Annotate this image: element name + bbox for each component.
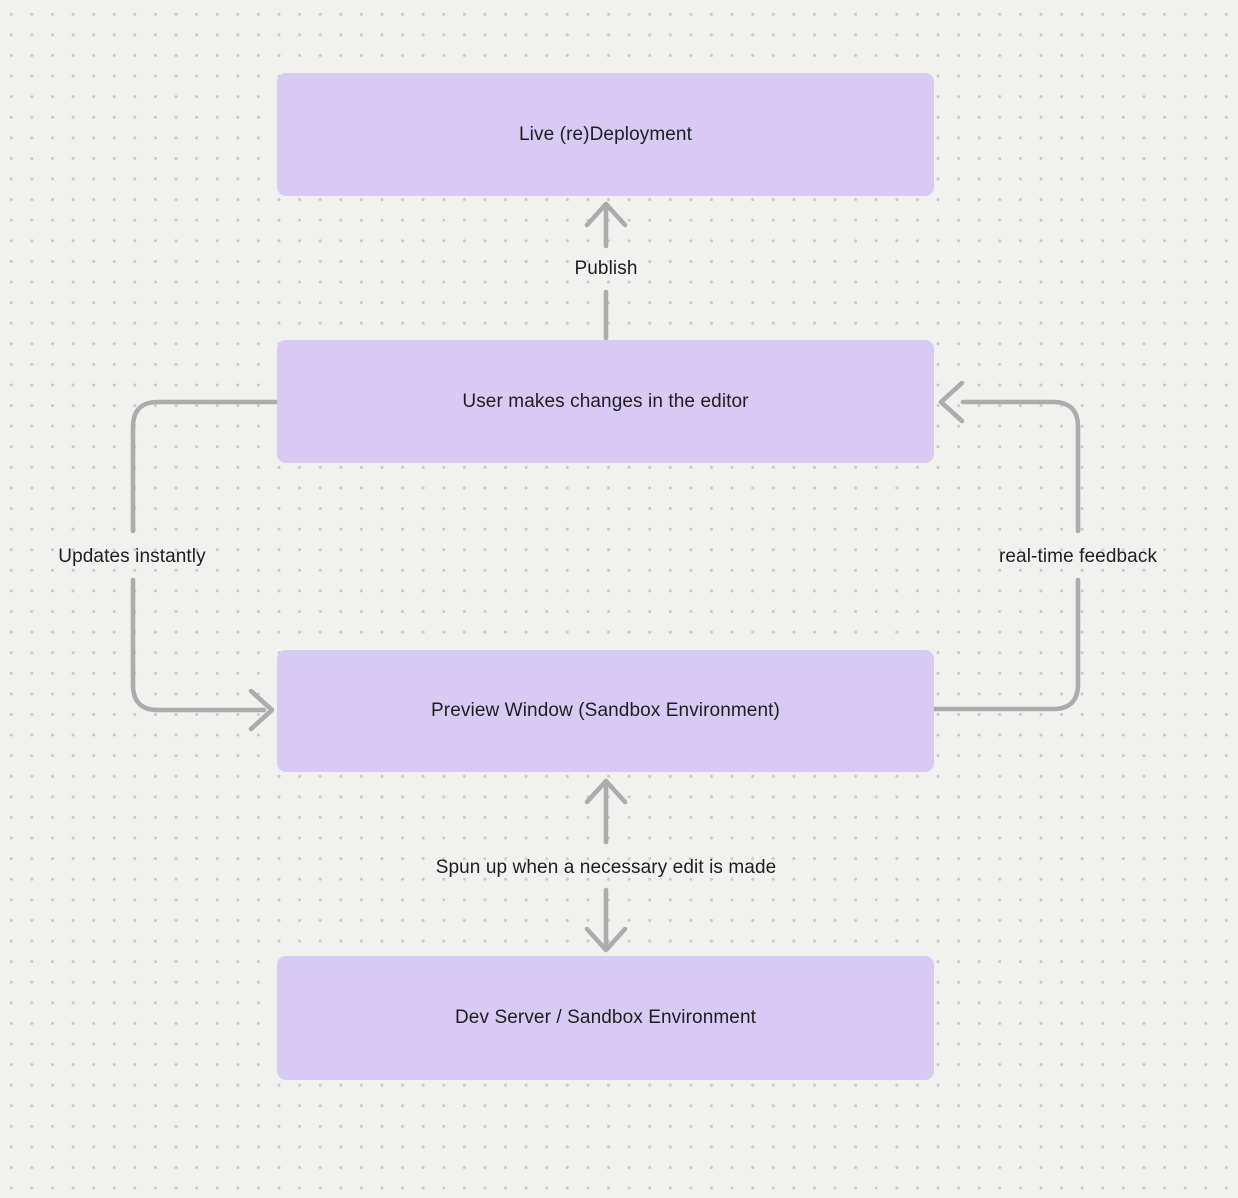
edge-label-realtime-feedback[interactable]: real-time feedback	[998, 546, 1158, 567]
node-live-redeployment-label: Live (re)Deployment	[519, 123, 692, 145]
node-user-makes-changes[interactable]: User makes changes in the editor	[277, 340, 934, 463]
edge-realtime-feedback-arrow[interactable]	[931, 380, 1081, 712]
node-user-makes-changes-label: User makes changes in the editor	[462, 390, 749, 412]
edge-label-spun-up[interactable]: Spun up when a necessary edit is made	[435, 857, 777, 878]
node-preview-window-label: Preview Window (Sandbox Environment)	[431, 700, 780, 721]
edge-label-publish[interactable]: Publish	[574, 258, 638, 279]
node-dev-server[interactable]: Dev Server / Sandbox Environment	[277, 956, 934, 1080]
edge-publish-arrow[interactable]	[584, 201, 628, 341]
node-dev-server-label: Dev Server / Sandbox Environment	[454, 1007, 756, 1028]
node-live-redeployment[interactable]: Live (re)Deployment	[277, 73, 934, 196]
edge-updates-instantly-arrow[interactable]	[130, 399, 280, 732]
node-preview-window[interactable]: Preview Window (Sandbox Environment)	[277, 650, 934, 772]
edge-label-updates-instantly[interactable]: Updates instantly	[58, 546, 206, 567]
edge-spun-up-arrow[interactable]	[584, 778, 628, 953]
